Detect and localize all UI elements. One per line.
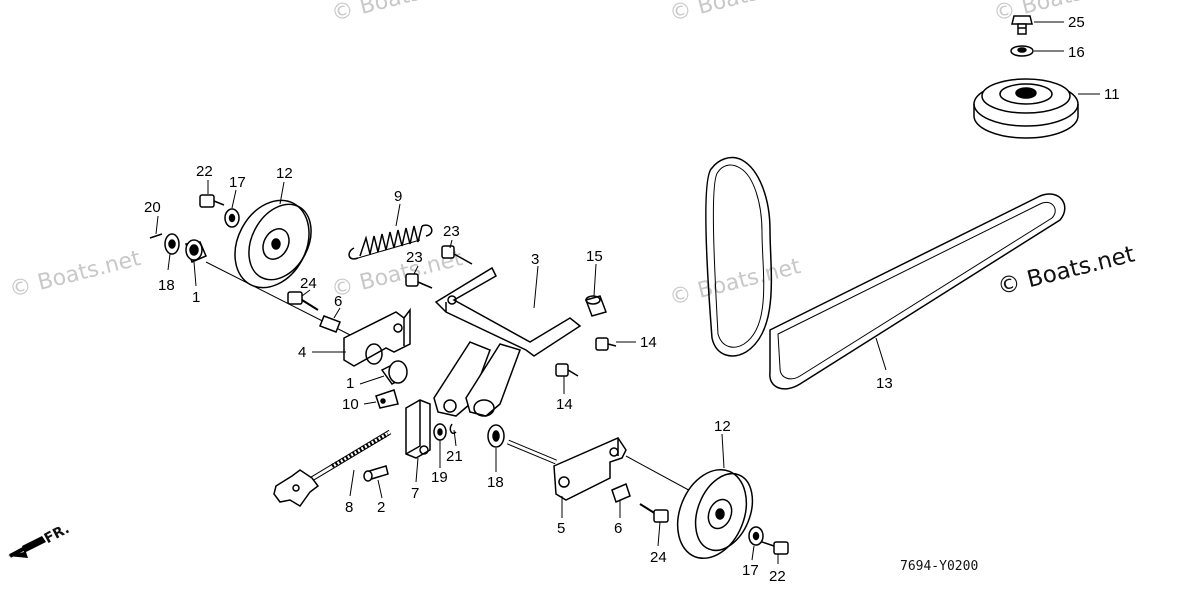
washer [1010,45,1034,57]
washer [487,424,505,448]
pin [611,482,631,504]
main-bracket [433,266,582,417]
bolt [595,337,617,351]
washer [224,208,240,228]
callout-21: 21 [446,448,463,465]
cotter-pin [149,233,163,239]
callout-25: 25 [1068,14,1085,31]
bushing [185,239,207,264]
washer [164,233,180,255]
bolt [363,465,389,482]
callout-3: 3 [531,251,539,268]
clip [449,423,457,435]
diagram-code: 7694-Y0200 [900,559,979,574]
bolt [287,291,319,311]
callout-23: 23 [443,223,460,240]
callout-24: 24 [650,549,667,566]
callout-4: 4 [298,344,306,361]
adjuster-bolt [273,429,392,507]
washer [433,423,447,441]
callout-22: 22 [196,163,213,180]
callout-24: 24 [300,275,317,292]
callout-1: 1 [346,375,354,392]
leader-line [875,337,887,371]
callout-18: 18 [487,474,504,491]
axis-line [625,455,697,495]
v-belt [705,156,1066,390]
bolt [639,503,669,523]
bushing [380,360,408,385]
pin [319,315,341,333]
callout-16: 16 [1068,44,1085,61]
callout-7: 7 [411,485,419,502]
callout-23: 23 [406,249,423,266]
bolt [1011,15,1033,35]
callout-10: 10 [342,396,359,413]
callout-8: 8 [345,499,353,516]
idler-pulley-lower [676,468,754,560]
callout-22: 22 [769,568,786,585]
callout-2: 2 [377,499,385,516]
callout-14: 14 [556,396,573,413]
callout-12: 12 [714,418,731,435]
bolt [199,194,225,208]
bolt [441,245,473,265]
front-direction-arrow [8,536,46,558]
bolt [761,541,789,555]
callout-15: 15 [586,248,603,265]
callout-9: 9 [394,188,402,205]
bolt [405,273,433,289]
tension-spring [348,224,433,260]
leader-lines [155,180,779,564]
slide-block [405,399,431,459]
callout-13: 13 [876,375,893,392]
idler-pulley-upper [234,199,312,289]
callout-14: 14 [640,334,657,351]
callout-19: 19 [431,469,448,486]
callout-1: 1 [192,289,200,306]
callout-6: 6 [614,520,622,537]
idler-bracket [343,307,411,367]
pin [375,389,399,409]
callout-labels: 25 16 11 22 17 12 20 18 1 9 23 23 3 15 2… [144,14,1120,585]
callout-5: 5 [557,520,565,537]
idler-arm [507,437,627,501]
washer [748,526,764,546]
callout-20: 20 [144,199,161,216]
callout-11: 11 [1104,86,1120,103]
bolt [555,363,579,377]
drive-pulley [973,78,1079,139]
pin [585,295,607,317]
callout-17: 17 [742,562,759,579]
callout-18: 18 [158,277,175,294]
leader-lines [1034,21,1100,95]
callout-6: 6 [334,293,342,310]
callout-17: 17 [229,174,246,191]
callout-12: 12 [276,165,293,182]
